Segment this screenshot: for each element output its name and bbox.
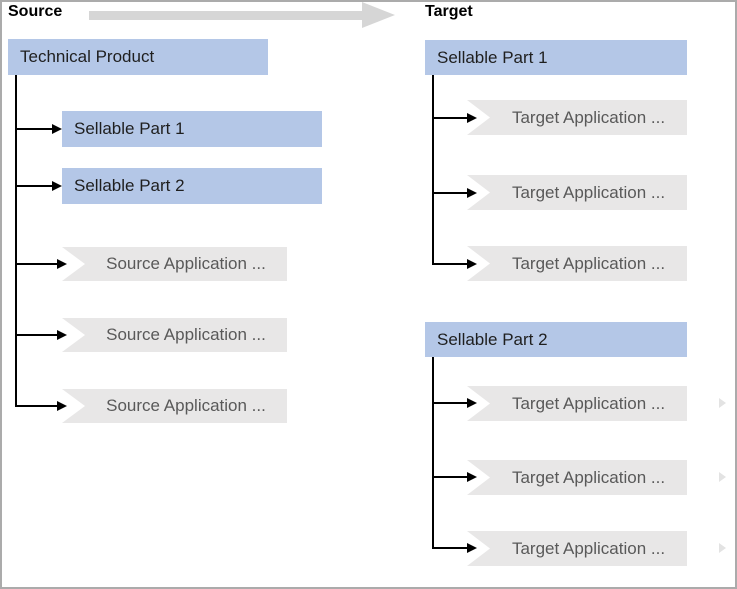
connector-arrow-icon: [52, 181, 62, 191]
connector-line: [433, 263, 467, 265]
tree-connector-line: [15, 75, 17, 407]
connector-line: [433, 192, 467, 194]
flow-arrow-body: [89, 11, 362, 20]
node-target-application-2a: Target Application ...: [467, 386, 687, 421]
connector-arrow-icon: [57, 401, 67, 411]
connector-arrow-icon: [57, 330, 67, 340]
connector-line: [16, 128, 52, 130]
node-sellable-part-2-source: Sellable Part 2: [62, 168, 322, 204]
connector-arrow-icon: [57, 259, 67, 269]
tree-connector-line: [432, 357, 434, 549]
connector-arrow-icon: [467, 113, 477, 123]
node-target-application-2c: Target Application ...: [467, 531, 687, 566]
node-sellable-part-1-source: Sellable Part 1: [62, 111, 322, 147]
connector-arrow-icon: [467, 472, 477, 482]
connector-line: [16, 185, 52, 187]
connector-line: [16, 405, 57, 407]
node-source-application-2: Source Application ...: [62, 318, 287, 352]
connector-line: [433, 402, 467, 404]
tree-connector-line: [432, 75, 434, 265]
source-section-label: Source: [8, 3, 63, 20]
connector-line: [433, 547, 467, 549]
node-target-application-1b: Target Application ...: [467, 175, 687, 210]
node-technical-product: Technical Product: [8, 39, 268, 75]
faint-chevron-icon: [719, 472, 726, 482]
node-target-application-1a: Target Application ...: [467, 100, 687, 135]
faint-chevron-icon: [719, 543, 726, 553]
node-sellable-part-1-target: Sellable Part 1: [425, 40, 687, 75]
connector-arrow-icon: [467, 188, 477, 198]
connector-arrow-icon: [467, 398, 477, 408]
faint-chevron-icon: [719, 398, 726, 408]
node-sellable-part-2-target: Sellable Part 2: [425, 322, 687, 357]
node-source-application-3: Source Application ...: [62, 389, 287, 423]
connector-line: [433, 476, 467, 478]
connector-line: [433, 117, 467, 119]
connector-arrow-icon: [467, 259, 477, 269]
connector-line: [16, 334, 57, 336]
target-section-label: Target: [425, 3, 473, 20]
flow-arrow-head: [362, 2, 395, 28]
connector-arrow-icon: [52, 124, 62, 134]
connector-arrow-icon: [467, 543, 477, 553]
node-target-application-1c: Target Application ...: [467, 246, 687, 281]
node-target-application-2b: Target Application ...: [467, 460, 687, 495]
connector-line: [16, 263, 57, 265]
node-source-application-1: Source Application ...: [62, 247, 287, 281]
